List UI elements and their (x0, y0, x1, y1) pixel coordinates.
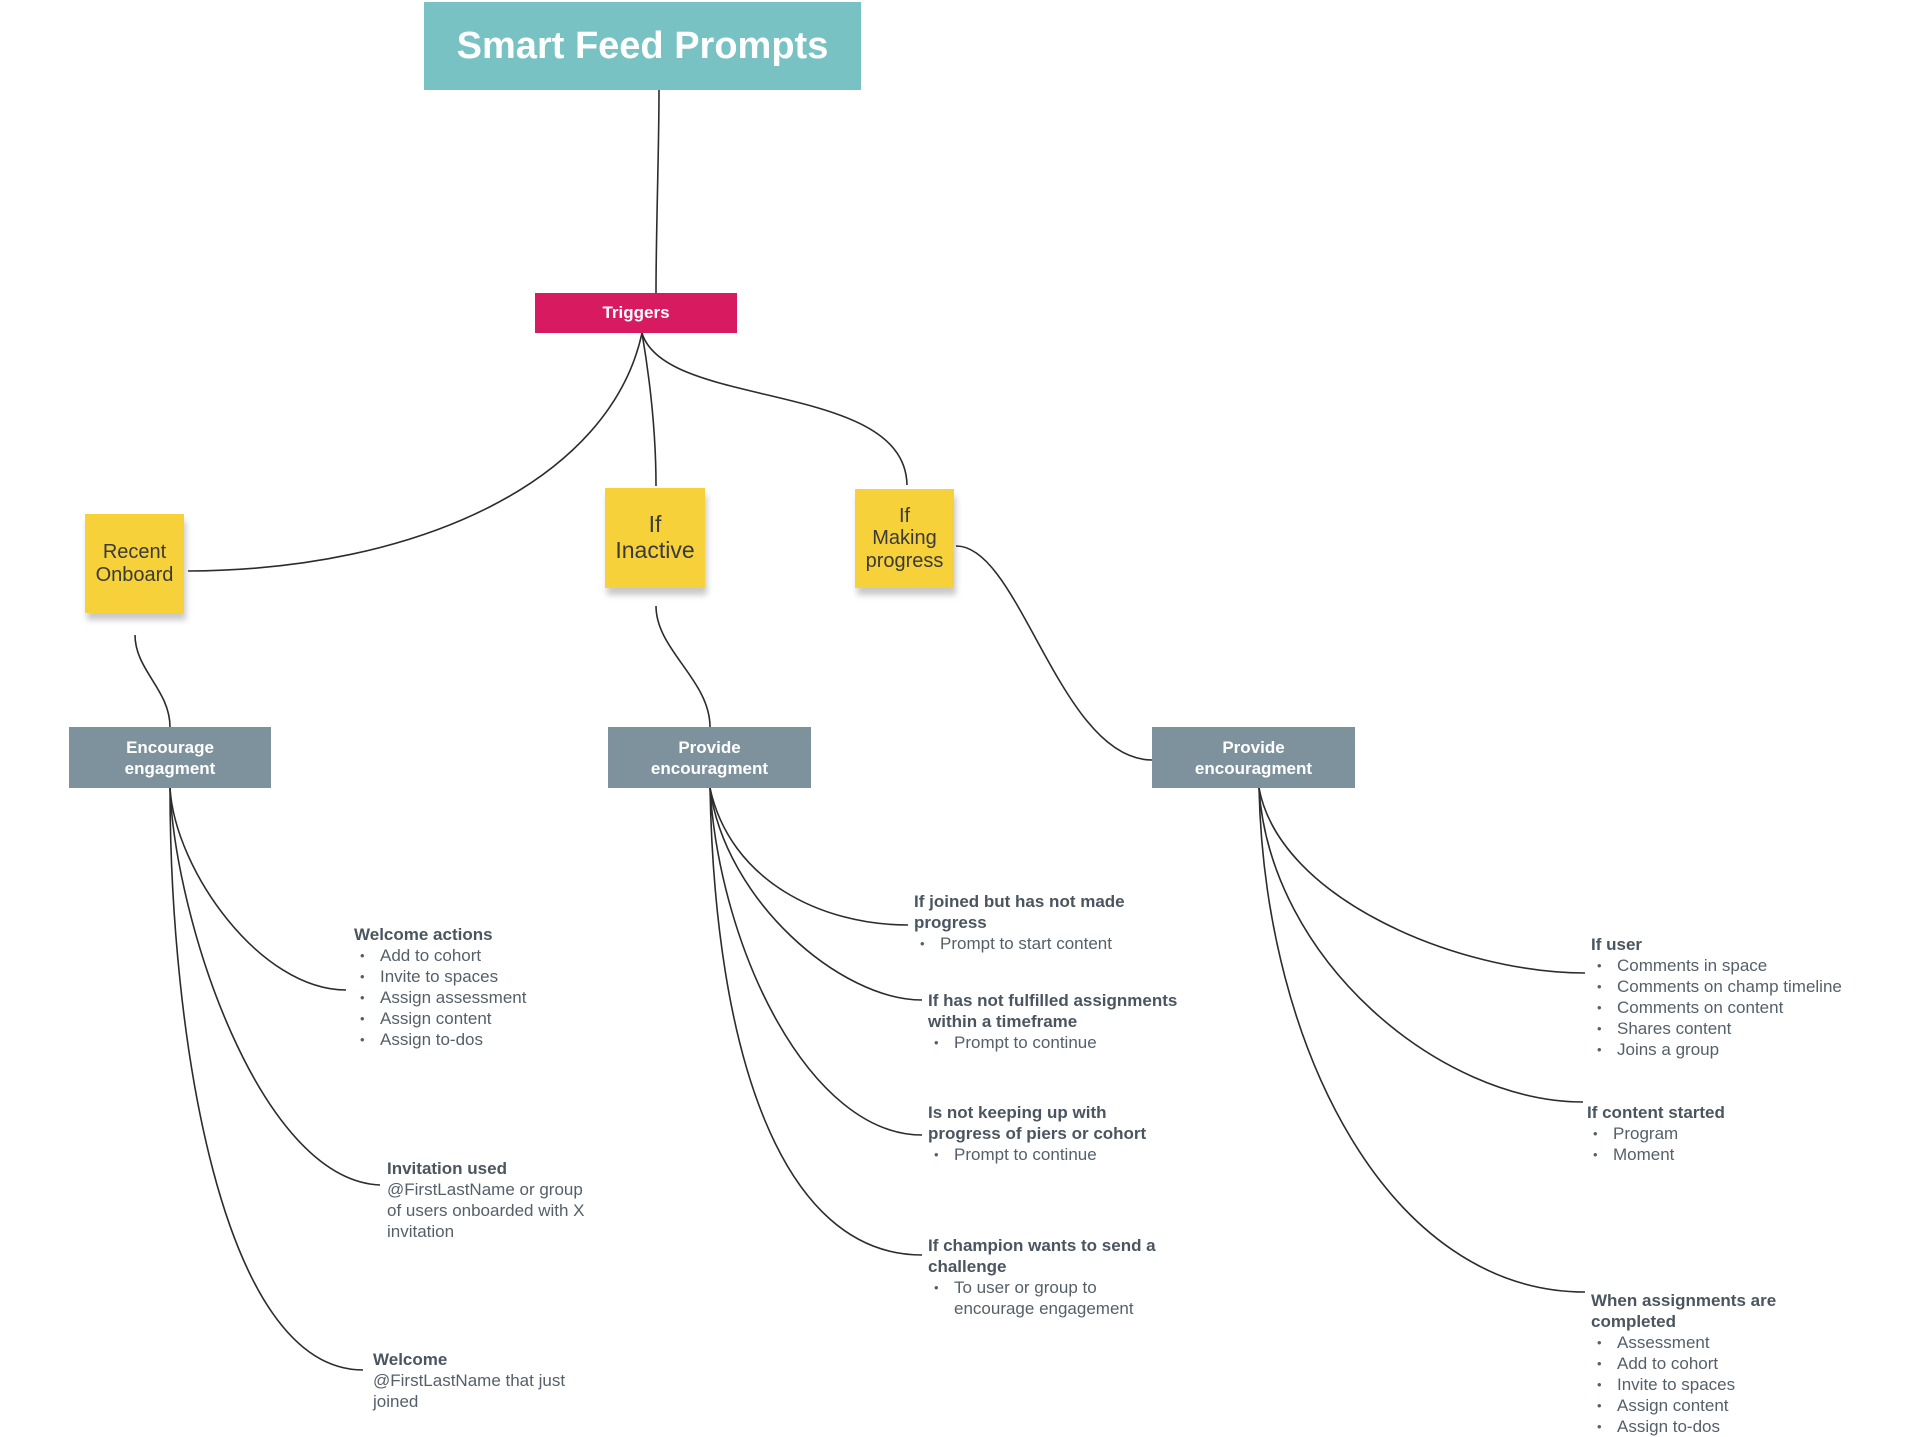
sticky-recent-onboard: Recent Onboard (85, 514, 184, 613)
note-content-started: If content started Program Moment (1587, 1102, 1725, 1165)
action-encourage-engagment: Encourage engagment (69, 727, 271, 788)
diagram-title: Smart Feed Prompts (424, 2, 861, 90)
list-item: Prompt to start content (920, 933, 1125, 954)
note-not-keeping-up: Is not keeping up with progress of piers… (928, 1102, 1146, 1165)
note-not-fulfilled-list: Prompt to continue (928, 1032, 1177, 1053)
note-assignments-completed-list: Assessment Add to cohort Invite to space… (1591, 1332, 1776, 1437)
note-if-user: If user Comments in space Comments on ch… (1591, 934, 1842, 1060)
note-invitation-used-title: Invitation used (387, 1159, 507, 1178)
note-not-keeping-up-list: Prompt to continue (928, 1144, 1146, 1165)
note-invitation-used: Invitation used @FirstLastName or group … (387, 1158, 585, 1242)
note-joined-no-progress: If joined but has not made progress Prom… (914, 891, 1125, 954)
list-item: Invite to spaces (360, 966, 526, 987)
triggers-label: Triggers (602, 303, 670, 322)
note-welcome-actions-list: Add to cohort Invite to spaces Assign as… (354, 945, 527, 1050)
list-item: Assign to-dos (1597, 1416, 1776, 1437)
list-item: Prompt to continue (934, 1144, 1146, 1165)
list-item: Assign assessment (360, 987, 527, 1008)
link-provide-champion (709, 787, 923, 1256)
action-provide-encouragment-progress: Provide encouragment (1152, 727, 1355, 788)
note-content-started-title: If content started (1587, 1103, 1725, 1122)
note-welcome: Welcome @FirstLastName that just joined (373, 1349, 565, 1412)
list-item: To user or group to encourage engagement (934, 1277, 1156, 1319)
note-assignments-completed: When assignments are completed Assessmen… (1591, 1290, 1776, 1437)
sticky-if-inactive-label: If Inactive (615, 511, 695, 563)
list-item: Add to cohort (1597, 1353, 1776, 1374)
link-trigger-recent (187, 332, 643, 572)
list-item: Assign to-dos (360, 1029, 526, 1050)
link-encourage-welcome-actions (169, 787, 347, 991)
sticky-recent-onboard-label: Recent Onboard (95, 541, 174, 586)
note-champion-challenge-list: To user or group to encourage engagement (928, 1277, 1156, 1319)
list-item: Comments in space (1597, 955, 1842, 976)
note-not-fulfilled-title: If has not fulfilled assignments within … (928, 991, 1178, 1031)
note-champion-challenge-title: If champion wants to send a challenge (928, 1236, 1156, 1276)
link-provide2-ifuser (1258, 787, 1586, 974)
list-item: Shares content (1597, 1018, 1842, 1039)
note-invitation-used-body: @FirstLastName or group of users onboard… (387, 1180, 585, 1241)
note-welcome-actions: Welcome actions Add to cohort Invite to … (354, 924, 526, 1050)
list-item: Assign content (1597, 1395, 1776, 1416)
action-provide-encouragment-inactive: Provide encouragment (608, 727, 811, 788)
note-not-fulfilled: If has not fulfilled assignments within … (928, 990, 1177, 1053)
note-not-keeping-up-title: Is not keeping up with progress of piers… (928, 1103, 1147, 1143)
note-welcome-body: @FirstLastName that just joined (373, 1371, 566, 1411)
note-joined-no-progress-list: Prompt to start content (914, 933, 1125, 954)
note-champion-challenge: If champion wants to send a challenge To… (928, 1235, 1156, 1319)
link-provide2-content (1258, 787, 1584, 1103)
list-item: Invite to spaces (1597, 1374, 1776, 1395)
list-item: Comments on content (1597, 997, 1842, 1018)
list-item: Comments on champ timeline (1597, 976, 1842, 997)
note-welcome-actions-title: Welcome actions (354, 925, 493, 944)
list-item: Assign content (360, 1008, 526, 1029)
sticky-if-making-progress: If Making progress (855, 489, 954, 588)
link-recent-encourage (134, 634, 171, 728)
sticky-if-making-progress-label: If Making progress (865, 504, 944, 572)
note-content-started-list: Program Moment (1587, 1123, 1725, 1165)
list-item: Joins a group (1597, 1039, 1842, 1060)
note-welcome-title: Welcome (373, 1350, 448, 1369)
list-item: Add to cohort (360, 945, 526, 966)
list-item: Prompt to continue (934, 1032, 1177, 1053)
link-trigger-progress (641, 332, 908, 486)
note-if-user-title: If user (1591, 935, 1643, 954)
list-item: Assessment (1597, 1332, 1776, 1353)
link-provide-fulfilled (709, 787, 923, 1001)
note-joined-no-progress-title: If joined but has not made progress (914, 892, 1125, 932)
link-inactive-provide (655, 605, 711, 728)
link-trigger-inactive (641, 332, 657, 487)
note-if-user-list: Comments in space Comments on champ time… (1591, 955, 1842, 1060)
link-encourage-invitation (169, 787, 381, 1186)
diagram-title-text: Smart Feed Prompts (456, 24, 829, 67)
triggers-node: Triggers (535, 293, 737, 333)
link-provide-keeping (709, 787, 923, 1136)
link-encourage-welcome (169, 787, 364, 1371)
link-provide2-assign (1258, 787, 1586, 1293)
link-progress-provide (955, 545, 1153, 761)
sticky-if-inactive: If Inactive (605, 488, 705, 588)
list-item: Moment (1593, 1144, 1725, 1165)
list-item: Program (1593, 1123, 1725, 1144)
link-title-trigger (655, 89, 660, 294)
link-provide-joined (709, 787, 909, 926)
note-assignments-completed-title: When assignments are completed (1591, 1291, 1777, 1331)
